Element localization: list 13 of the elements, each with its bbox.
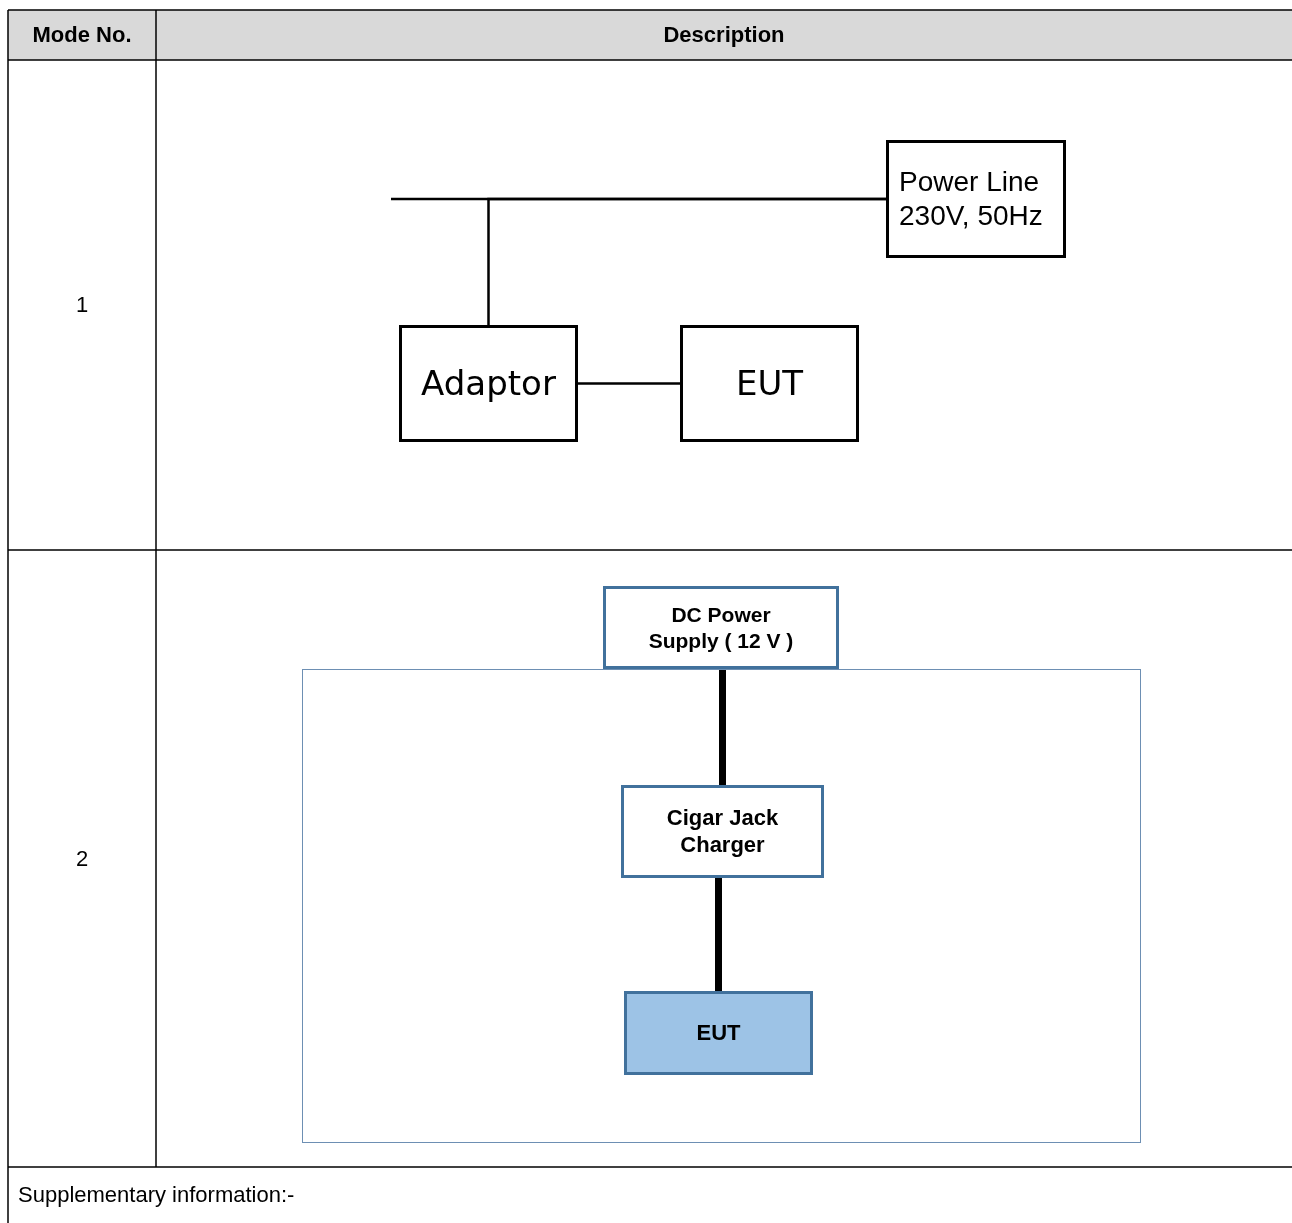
column-header: Mode No. (32, 22, 132, 48)
device-box: EUT (680, 325, 859, 442)
charger-box: Cigar Jack Charger (621, 785, 824, 878)
mode-number: 1 (75, 292, 89, 318)
connector-line (487, 197, 886, 325)
note-text: Supplementary information:- (18, 1182, 295, 1208)
mode-number: 2 (75, 845, 89, 872)
connector-line (578, 382, 680, 385)
power-supply-box: DC Power Supply ( 12 V ) (603, 586, 839, 669)
column-header: Description (663, 22, 785, 48)
adaptor-box: Adaptor (399, 325, 578, 442)
enclosure-box (302, 669, 1141, 1143)
device-box: EUT (624, 991, 813, 1075)
